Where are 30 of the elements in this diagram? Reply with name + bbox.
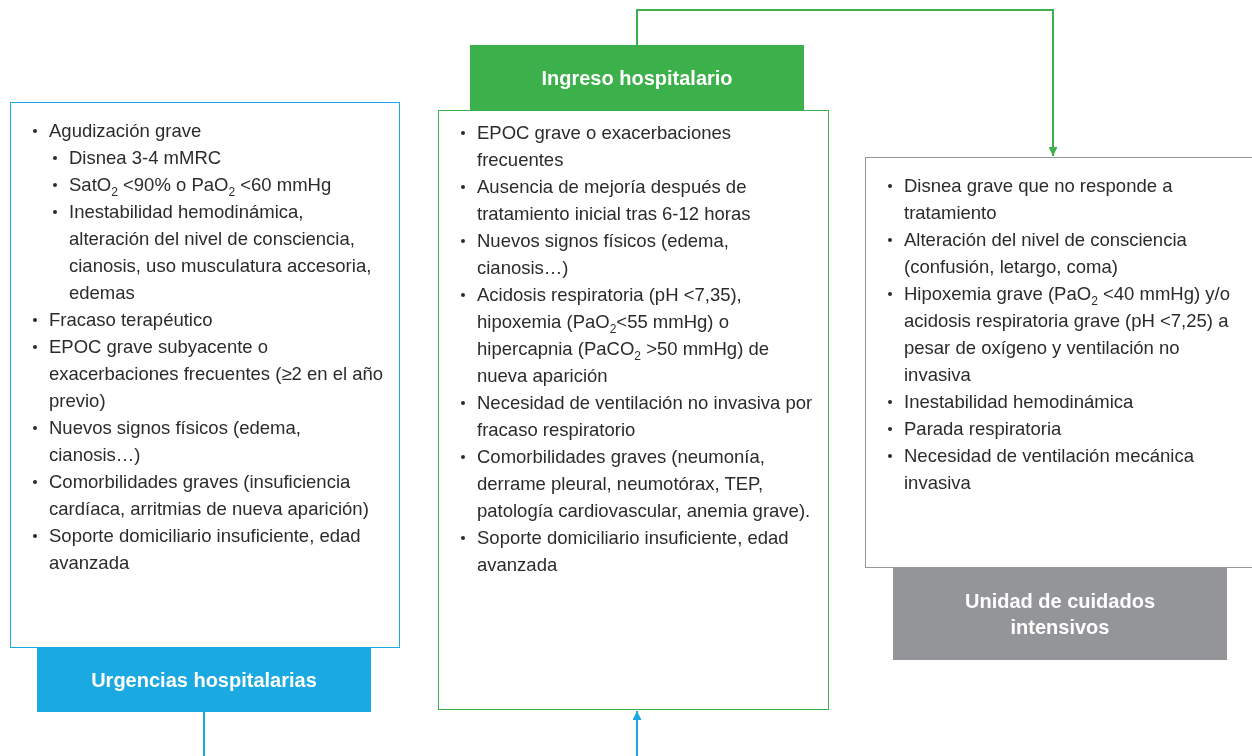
criterion-text: Necesidad de ventilación mecánica invasiva: [904, 444, 1195, 495]
heading-label: Ingreso hospitalario: [470, 45, 804, 110]
criteria-panel: [865, 157, 1252, 568]
criterion-text: Alteración del nivel de consciencia (confusión, letargo, coma): [904, 228, 1188, 279]
heading-label: Unidad de cuidados intensivos: [893, 568, 1227, 660]
criterion-text: Acidosis respiratoria (pH <7,35), hipoxemia (PaO$_{2}$<55 mmHg) o hipercapnia (PaCO$_{2}$ >50 mmHg) de nueva aparición: [477, 283, 771, 388]
criteria-panel: [438, 110, 829, 710]
criterion-text: Nuevos signos físicos (edema, cianosis…): [49, 416, 302, 467]
criterion-text: Soporte domiciliario insuficiente, edad avanzada: [477, 526, 790, 577]
criterion-text: Inestabilidad hemodinámica: [904, 390, 1134, 414]
criterion-text: SatO$_{2}$ <90% o PaO$_{2}$ <60 mmHg: [69, 173, 332, 198]
criterion-text: Disnea grave que no responde a tratamiento: [904, 174, 1174, 225]
criterion-text: Comorbilidades graves (insuficiencia cardíaca, arritmias de nueva aparición): [49, 470, 370, 521]
criterion-text: Comorbilidades graves (neumonía, derrame pleural, neumotórax, TEP, patología cardiovascular, anemia grave).: [477, 445, 812, 523]
criterion-text: Ausencia de mejoría después de tratamiento inicial tras 6-12 horas: [477, 175, 752, 226]
criterion-text: Disnea 3-4 mMRC: [69, 146, 222, 170]
heading-label: Urgencias hospitalarias: [37, 648, 371, 712]
criterion-text: Agudización grave: [49, 119, 202, 143]
criterion-text: Hipoxemia grave (PaO$_{2}$ <40 mmHg) y/o acidosis respiratoria grave (pH <7,25) a pesar de oxígeno y ventilación no invasiva: [904, 282, 1231, 387]
criterion-text: Fracaso terapéutico: [49, 308, 213, 332]
criterion-text: Inestabilidad hemodinámica, alteración del nivel de consciencia, cianosis, uso musculatura accesoria, edemas: [69, 200, 373, 305]
arrow: [632, 710, 642, 756]
arrow: [636, 9, 1058, 157]
criterion-text: Necesidad de ventilación no invasiva por fracaso respiratorio: [477, 391, 814, 442]
criterion-text: Parada respiratoria: [904, 417, 1062, 441]
criterion-text: EPOC grave subyacente o exacerbaciones frecuentes (≥2 en el año previo): [49, 335, 385, 413]
criterion-text: Soporte domiciliario insuficiente, edad avanzada: [49, 524, 362, 575]
criterion-text: EPOC grave o exacerbaciones frecuentes: [477, 121, 732, 172]
criterion-text: Nuevos signos físicos (edema, cianosis…): [477, 229, 730, 280]
criteria-panel: [10, 102, 400, 648]
